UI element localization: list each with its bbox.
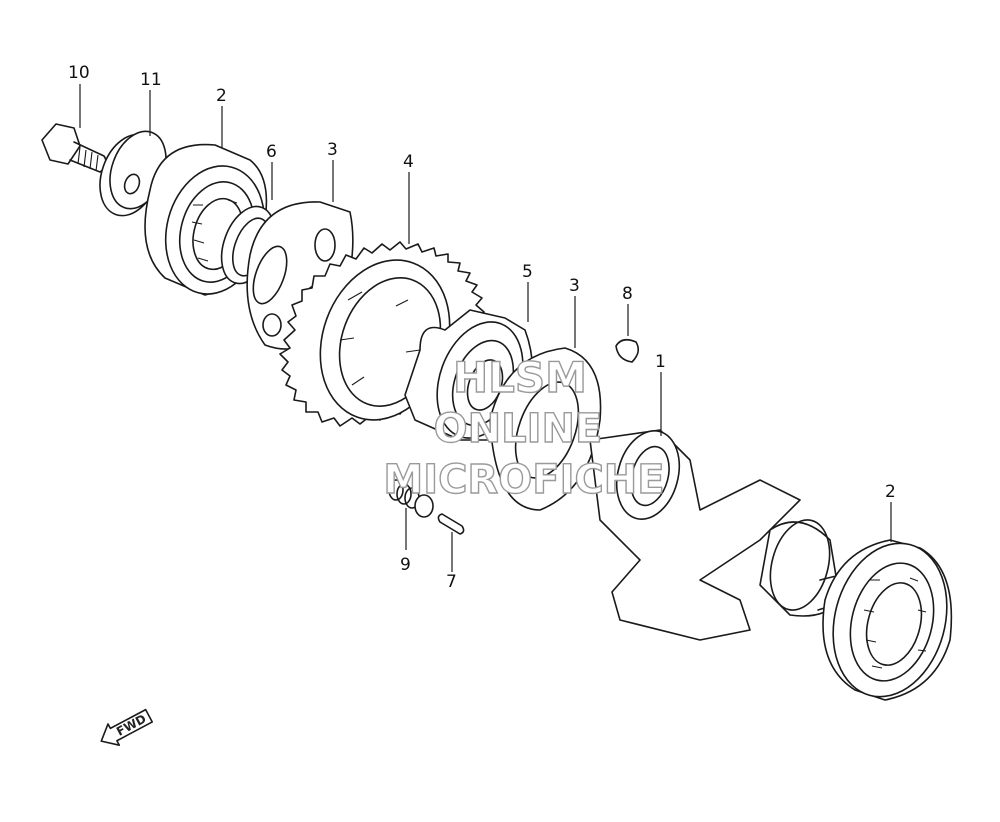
callout-5: 5 — [522, 262, 533, 282]
watermark: HLSM ONLINE MICROFICHE — [383, 352, 666, 503]
callout-3-right: 3 — [569, 276, 580, 296]
callout-1: 1 — [655, 352, 666, 372]
part-10-bolt — [41, 123, 108, 173]
leader-lines — [79, 84, 892, 572]
part-8-key — [615, 338, 640, 363]
callout-8: 8 — [622, 284, 633, 304]
watermark-line-2: ONLINE — [434, 406, 603, 452]
part-2-bearing-bottom — [822, 539, 953, 701]
part-3-plate-right — [489, 347, 602, 511]
callout-2-bottom: 2 — [885, 482, 896, 502]
callout-4: 4 — [403, 152, 414, 172]
callout-6: 6 — [266, 142, 277, 162]
callout-9: 9 — [400, 555, 411, 575]
fwd-arrow: FWD — [100, 708, 154, 746]
callout-3-left: 3 — [327, 140, 338, 160]
fwd-arrow-label: FWD — [114, 712, 148, 739]
callout-2-top: 2 — [216, 86, 227, 106]
part-9-spring — [388, 479, 434, 518]
watermark-line-3: MICROFICHE — [383, 457, 664, 503]
callout-11: 11 — [140, 70, 162, 90]
watermark-line-1: HLSM — [453, 353, 587, 402]
part-1-crankshaft — [589, 429, 861, 641]
callout-labels: 10 11 2 6 3 4 5 3 8 1 2 9 7 — [68, 63, 896, 592]
callout-7: 7 — [446, 572, 457, 592]
part-7-pin — [437, 513, 465, 535]
callout-10: 10 — [68, 63, 90, 83]
